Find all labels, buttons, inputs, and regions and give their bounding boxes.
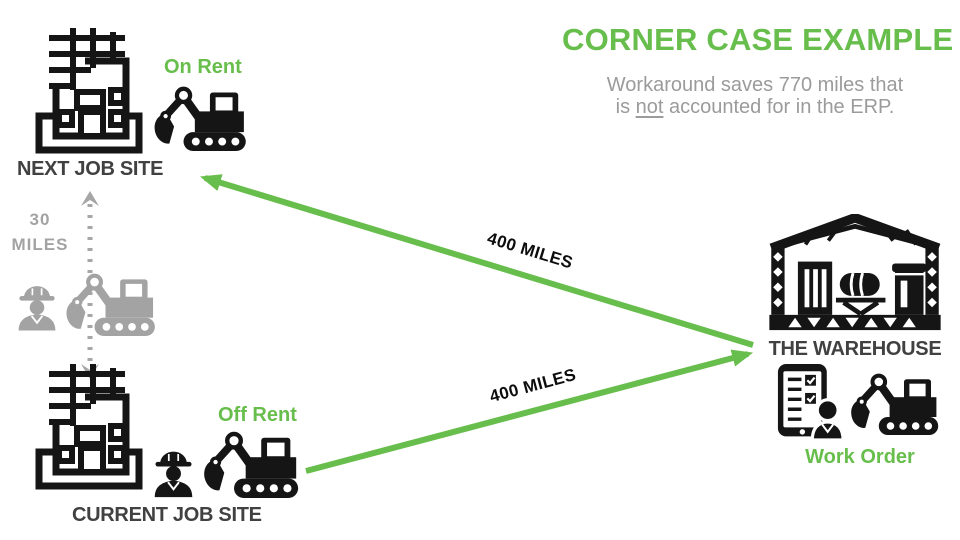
excavator-icon [151, 85, 250, 151]
construction-worker-icon [150, 444, 197, 500]
work-order-tablet-icon [772, 364, 849, 440]
on-rent-label: On Rent [164, 56, 242, 78]
page-subtitle: Workaround saves 770 miles that is not a… [545, 74, 960, 119]
distance-unit: MILES [11, 234, 69, 254]
arrow-warehouse-to-next [199, 174, 754, 348]
work-order-label: Work Order [805, 446, 915, 468]
construction-worker-icon [14, 280, 60, 332]
underlined-word: not [635, 96, 664, 119]
page-title: CORNER CASE EXAMPLE [562, 22, 954, 57]
next-job-site-label: NEXT JOB SITE [17, 158, 164, 180]
short-distance-label: 30 MILES [7, 208, 73, 257]
subtitle-line-2: is not accounted for in the ERP. [615, 96, 895, 119]
off-rent-label: Off Rent [218, 404, 297, 426]
excavator-icon [62, 272, 160, 336]
route-distance-label-lower: 400 MILES [487, 364, 579, 407]
construction-building-icon [28, 24, 150, 156]
warehouse-icon [766, 214, 944, 332]
excavator-icon [201, 430, 302, 498]
current-job-site-label: CURRENT JOB SITE [72, 504, 262, 526]
construction-building-icon [28, 360, 150, 492]
subtitle-line-1: Workaround saves 770 miles that [606, 74, 904, 96]
arrow-current-to-warehouse [305, 349, 754, 474]
route-distance-label-upper: 400 MILES [484, 228, 576, 273]
warehouse-label: THE WAREHOUSE [768, 338, 942, 360]
excavator-icon [850, 372, 940, 435]
distance-value: 30 [29, 210, 51, 229]
